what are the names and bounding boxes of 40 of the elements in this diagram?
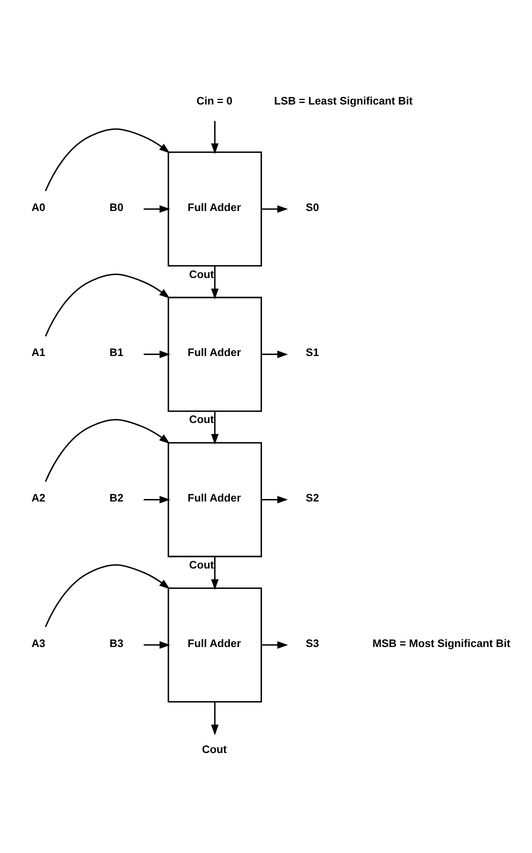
node-text: S1 <box>306 346 320 359</box>
node-text: B3 <box>110 637 124 650</box>
arrow <box>211 411 219 444</box>
arrow <box>144 495 170 503</box>
arrow <box>44 418 170 482</box>
arrow <box>211 702 219 735</box>
arrow <box>211 120 219 154</box>
arrow <box>144 204 170 212</box>
arrow <box>211 266 219 299</box>
arrow <box>144 350 170 358</box>
node-text: S3 <box>306 637 320 650</box>
arrow <box>261 495 288 503</box>
node-box: Full Adder <box>168 296 262 412</box>
arrow <box>261 350 288 358</box>
edge-label: Cout <box>189 558 214 571</box>
node-text: A0 <box>31 201 46 214</box>
arrow <box>44 564 170 627</box>
node-box: Full Adder <box>168 442 262 557</box>
arrow <box>44 273 170 336</box>
edge-label: Cout <box>189 268 214 280</box>
arrow <box>261 204 288 212</box>
node-text: A3 <box>31 637 46 650</box>
node-text: S2 <box>306 492 320 504</box>
edge-label: Cout <box>189 414 214 426</box>
node-text: S0 <box>306 201 320 214</box>
node-text: A2 <box>31 492 46 504</box>
node-text: Cin = 0 <box>196 95 232 108</box>
label: LSB = Least Significant Bit <box>274 95 413 108</box>
node-box: Full Adder <box>168 586 262 702</box>
arrow <box>211 556 219 590</box>
node-text: B2 <box>110 492 124 504</box>
node-text: A1 <box>31 346 46 359</box>
label: MSB = Most Significant Bit <box>372 637 510 650</box>
node-box: Full Adder <box>168 150 262 266</box>
node-text: Cout <box>202 744 227 756</box>
arrow <box>44 128 170 191</box>
arrow <box>261 640 288 648</box>
node-text: B1 <box>110 346 124 359</box>
arrow <box>144 640 170 648</box>
node-text: B0 <box>110 201 124 214</box>
